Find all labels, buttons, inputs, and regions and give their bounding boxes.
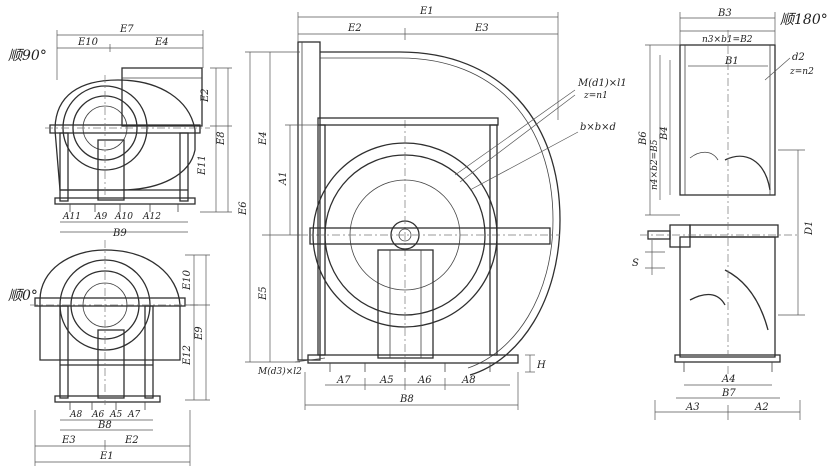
dim-a6-v0: A6 bbox=[91, 410, 104, 420]
main-base bbox=[307, 354, 519, 364]
dim-e1-v0: E1 bbox=[99, 451, 114, 462]
dim-e3-v0: E3 bbox=[61, 435, 76, 446]
callout-z2: z=n2 bbox=[789, 67, 814, 77]
dim-b8-v0: B8 bbox=[97, 420, 112, 431]
main-pedestal bbox=[377, 249, 434, 359]
dim-a8-main: A8 bbox=[461, 375, 476, 386]
dim-a6-main: A6 bbox=[417, 375, 432, 386]
callout-z1: z=n1 bbox=[583, 91, 608, 101]
dim-e4: E4 bbox=[154, 37, 169, 48]
main-leg-left bbox=[317, 124, 326, 356]
callout-leader-m3 bbox=[294, 357, 326, 363]
callout-m3: M(d3)×l2 bbox=[257, 366, 302, 377]
callout-leader-bxbxd bbox=[469, 131, 579, 191]
v180-blade-a bbox=[724, 269, 769, 331]
callout-m1: M(d1)×l1 bbox=[577, 78, 627, 89]
view-90 bbox=[45, 30, 232, 233]
main-outlet-duct bbox=[297, 41, 321, 361]
v180-base bbox=[674, 354, 781, 363]
v180-lower-housing bbox=[679, 236, 776, 358]
dim-n3b1: n3×b1=B2 bbox=[702, 35, 753, 45]
dim-e10-v0: E10 bbox=[182, 269, 193, 291]
view-0-title: 顺0° bbox=[8, 288, 38, 304]
view-0 bbox=[30, 240, 210, 466]
dim-a10: A10 bbox=[114, 212, 133, 222]
dim-e2-main: E2 bbox=[347, 23, 362, 34]
dim-a7-v0: A7 bbox=[127, 410, 140, 420]
dim-a5-main: A5 bbox=[379, 375, 394, 386]
dim-n4b2: n4×b2=B5 bbox=[650, 139, 660, 190]
view-0-pedestal bbox=[97, 329, 125, 399]
dim-e2-v90: E2 bbox=[200, 88, 211, 103]
dim-e12: E12 bbox=[182, 345, 193, 366]
dim-b7: B7 bbox=[721, 388, 736, 399]
dim-a9: A9 bbox=[94, 212, 107, 222]
dim-e11: E11 bbox=[197, 155, 208, 176]
view-0-leg-right bbox=[144, 305, 154, 399]
main-leg-right bbox=[489, 124, 498, 356]
dim-e4-main: E4 bbox=[258, 131, 269, 146]
dim-a8-v0: A8 bbox=[69, 410, 82, 420]
callout-d2: d2 bbox=[792, 52, 805, 63]
dim-a3: A3 bbox=[685, 402, 700, 413]
dim-a4: A4 bbox=[721, 374, 736, 385]
dim-h: H bbox=[536, 360, 546, 371]
dim-s: S bbox=[632, 258, 639, 269]
view-180 bbox=[640, 12, 805, 420]
view-main bbox=[245, 12, 579, 410]
view-90-pedestal bbox=[97, 139, 125, 201]
dim-b3: B3 bbox=[717, 8, 732, 19]
dim-b4: B4 bbox=[659, 126, 670, 141]
dim-b8-main: B8 bbox=[399, 394, 414, 405]
view-90-leg-right bbox=[179, 132, 189, 202]
view-90-frame-top bbox=[49, 124, 201, 134]
view-180-title: 顺180° bbox=[780, 12, 828, 28]
v180-inlet-curve bbox=[724, 155, 771, 191]
view-0-leg-left bbox=[59, 305, 69, 399]
view-90-base bbox=[54, 197, 196, 205]
view-90-outlet bbox=[121, 67, 203, 127]
dim-e3-main: E3 bbox=[474, 23, 489, 34]
view-90-housing bbox=[54, 79, 196, 191]
dim-e2-v0: E2 bbox=[124, 435, 139, 446]
main-beam bbox=[309, 227, 551, 245]
view-90-leg-left bbox=[59, 132, 69, 202]
dim-a12: A12 bbox=[142, 212, 161, 222]
main-frame-top bbox=[317, 117, 499, 126]
dim-e6: E6 bbox=[238, 201, 249, 216]
dim-e5: E5 bbox=[258, 286, 269, 301]
dim-a2: A2 bbox=[754, 402, 769, 413]
view-90-title: 顺90° bbox=[8, 48, 47, 64]
callout-bxbxd: b×b×d bbox=[580, 122, 616, 133]
view-0-frame-top bbox=[34, 297, 186, 307]
dim-e8: E8 bbox=[216, 131, 227, 146]
dim-a5-v0: A5 bbox=[109, 410, 122, 420]
dim-a7-main: A7 bbox=[336, 375, 351, 386]
dim-d1: D1 bbox=[804, 221, 815, 236]
dim-e1-main: E1 bbox=[419, 6, 434, 17]
view-0-base bbox=[54, 395, 161, 403]
dim-a1: A1 bbox=[278, 171, 289, 186]
main-scroll-housing bbox=[320, 51, 561, 376]
dim-e9: E9 bbox=[194, 326, 205, 341]
dim-b6: B6 bbox=[638, 131, 649, 146]
dim-e7: E7 bbox=[119, 24, 134, 35]
dim-b9: B9 bbox=[112, 228, 127, 239]
v180-d2-leader bbox=[764, 57, 791, 81]
v180-housing bbox=[679, 44, 776, 196]
dim-e10: E10 bbox=[77, 37, 99, 48]
dim-b1: B1 bbox=[724, 56, 739, 67]
callout-leader-m1 bbox=[454, 89, 576, 176]
dim-a11: A11 bbox=[62, 212, 81, 222]
